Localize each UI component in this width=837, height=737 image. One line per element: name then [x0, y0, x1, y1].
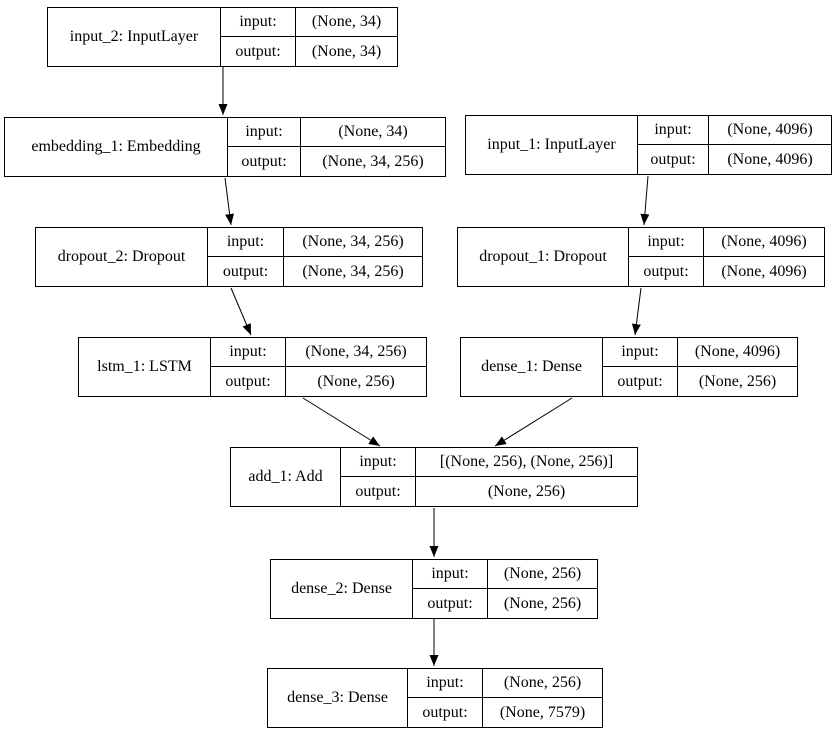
input-shape: (None, 34) — [296, 8, 397, 37]
input-shape: (None, 34, 256) — [284, 228, 422, 257]
input-label: input: — [638, 116, 709, 145]
layer-title: lstm_1: LSTM — [79, 338, 211, 396]
layer-title: add_1: Add — [231, 448, 341, 506]
input-label: input: — [221, 8, 296, 37]
node-add_1: add_1: Add input: [(None, 256), (None, 2… — [230, 447, 638, 507]
input-label: input: — [211, 338, 286, 367]
edge-dropout_1-dense_1 — [631, 287, 642, 336]
input-shape: (None, 34) — [301, 118, 445, 147]
input-shape: (None, 4096) — [704, 228, 824, 257]
output-label: output: — [211, 367, 286, 396]
layer-title: input_2: InputLayer — [48, 8, 221, 66]
input-shape: (None, 4096) — [678, 338, 797, 367]
edge-embedding_1-dropout_2 — [224, 177, 235, 226]
input-label: input: — [413, 560, 488, 589]
output-label: output: — [208, 257, 284, 286]
node-dense_1: dense_1: Dense input: (None, 4096) outpu… — [460, 337, 798, 397]
output-shape: (None, 256) — [503, 594, 582, 612]
output-label: output: — [638, 145, 709, 174]
input-shape: (None, 4096) — [709, 116, 831, 145]
edge-lstm_1-add_1 — [302, 397, 381, 447]
output-shape: (None, 4096) — [721, 262, 807, 280]
layer-title: dense_2: Dense — [271, 560, 413, 618]
input-label: input: — [208, 228, 284, 257]
layer-title: dense_1: Dense — [461, 338, 603, 396]
input-label: input: — [408, 669, 483, 698]
node-dropout_2: dropout_2: Dropout input: (None, 34, 256… — [35, 227, 423, 287]
edge-dense_1-add_1 — [494, 397, 573, 447]
input-label: input: — [629, 228, 704, 257]
output-label: output: — [629, 257, 704, 286]
layer-title: dense_3: Dense — [268, 669, 408, 727]
edge-input_1-dropout_1 — [640, 175, 650, 226]
output-label: output: — [413, 589, 488, 618]
output-shape: (None, 4096) — [727, 150, 813, 168]
output-label: output: — [341, 477, 416, 506]
output-label: output: — [603, 367, 678, 396]
output-shape: (None, 34) — [311, 42, 382, 60]
node-lstm_1: lstm_1: LSTM input: (None, 34, 256) outp… — [78, 337, 427, 397]
edge-dropout_2-lstm_1 — [230, 287, 252, 336]
input-shape: (None, 34, 256) — [286, 338, 426, 367]
output-shape: (None, 256) — [317, 372, 395, 390]
output-label: output: — [408, 698, 483, 727]
output-shape: (None, 34, 256) — [322, 152, 424, 170]
input-label: input: — [228, 118, 301, 147]
input-shape: [(None, 256), (None, 256)] — [416, 448, 637, 477]
layer-title: dropout_2: Dropout — [36, 228, 208, 286]
output-label: output: — [228, 147, 301, 176]
node-dropout_1: dropout_1: Dropout input: (None, 4096) o… — [457, 227, 825, 287]
node-dense_3: dense_3: Dense input: (None, 256) output… — [267, 668, 603, 728]
output-shape: (None, 34, 256) — [302, 262, 404, 280]
output-label: output: — [221, 37, 296, 66]
node-embedding_1: embedding_1: Embedding input: (None, 34)… — [4, 117, 446, 177]
node-dense_2: dense_2: Dense input: (None, 256) output… — [270, 559, 598, 619]
input-shape: (None, 256) — [483, 669, 602, 698]
output-shape: (None, 7579) — [499, 703, 586, 721]
input-shape: (None, 256) — [488, 560, 597, 589]
output-shape: (None, 256) — [698, 372, 777, 390]
layer-title: dropout_1: Dropout — [458, 228, 629, 286]
node-input_1: input_1: InputLayer input: (None, 4096) … — [465, 115, 832, 175]
layer-title: embedding_1: Embedding — [5, 118, 228, 176]
node-input_2: input_2: InputLayer input: (None, 34) ou… — [47, 7, 398, 67]
input-label: input: — [341, 448, 416, 477]
output-shape: (None, 256) — [487, 482, 566, 500]
layer-title: input_1: InputLayer — [466, 116, 638, 174]
input-label: input: — [603, 338, 678, 367]
